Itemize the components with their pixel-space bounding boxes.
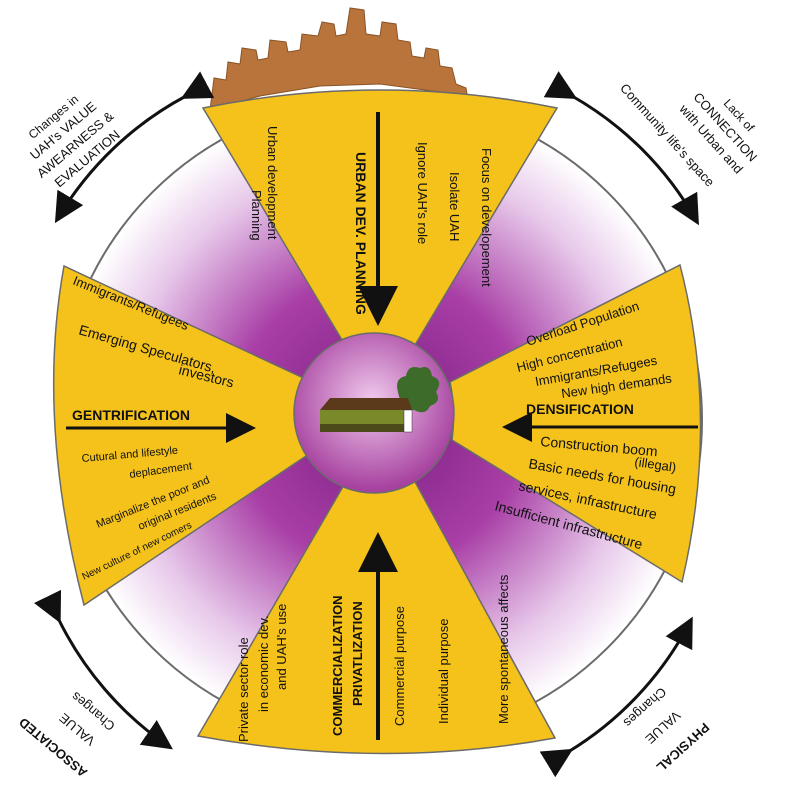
left-heading: GENTRIFICATION [72, 407, 190, 423]
city-skyline-icon [209, 7, 469, 111]
right-lower-line-2: (illegal) [634, 454, 678, 475]
top-right-line-3: Ignore UAH's role [415, 142, 430, 244]
sector-bottom-text: Private sector role in economic dev. and… [236, 574, 511, 742]
outer-label-top-right: Lack of CONNECTION with Urban and Commun… [617, 80, 760, 189]
bottom-heading-1: COMMERCIALIZATION [330, 595, 345, 736]
bottom-right-line-1: Commercial purpose [392, 606, 407, 726]
bottom-left-line-1: Private sector role [236, 637, 251, 742]
top-left-line-2: Planning [249, 190, 264, 241]
outer-label-bottom-left: ASSOCIATED VALUE Changes [16, 689, 118, 781]
sector-top-text: Urban development Planning URBAN DEV. PL… [249, 126, 494, 315]
top-left-line-1: Urban development [265, 126, 280, 240]
top-right-line-2: Isolate UAH [447, 172, 462, 241]
bottom-right-line-2: Individual purpose [436, 618, 451, 724]
double-arrow-icon [34, 71, 699, 778]
bottom-left-line-2: in economic dev. [256, 615, 271, 712]
outer-label-top-left: Changes in UAH's VALUE AWEARNESS & EVALU… [26, 92, 123, 190]
bottom-right-line-3: More spontaneous affects [496, 574, 511, 724]
bottom-heading-2: PRIVATLIZATION [350, 601, 365, 706]
top-right-line-1: Focus on developement [479, 148, 494, 287]
house-tree-icon [320, 367, 440, 433]
right-heading: DENSIFICATION [526, 401, 634, 417]
top-heading: URBAN DEV. PLANNING [353, 152, 369, 315]
bottom-left-line-3: and UAH's use [274, 604, 289, 690]
